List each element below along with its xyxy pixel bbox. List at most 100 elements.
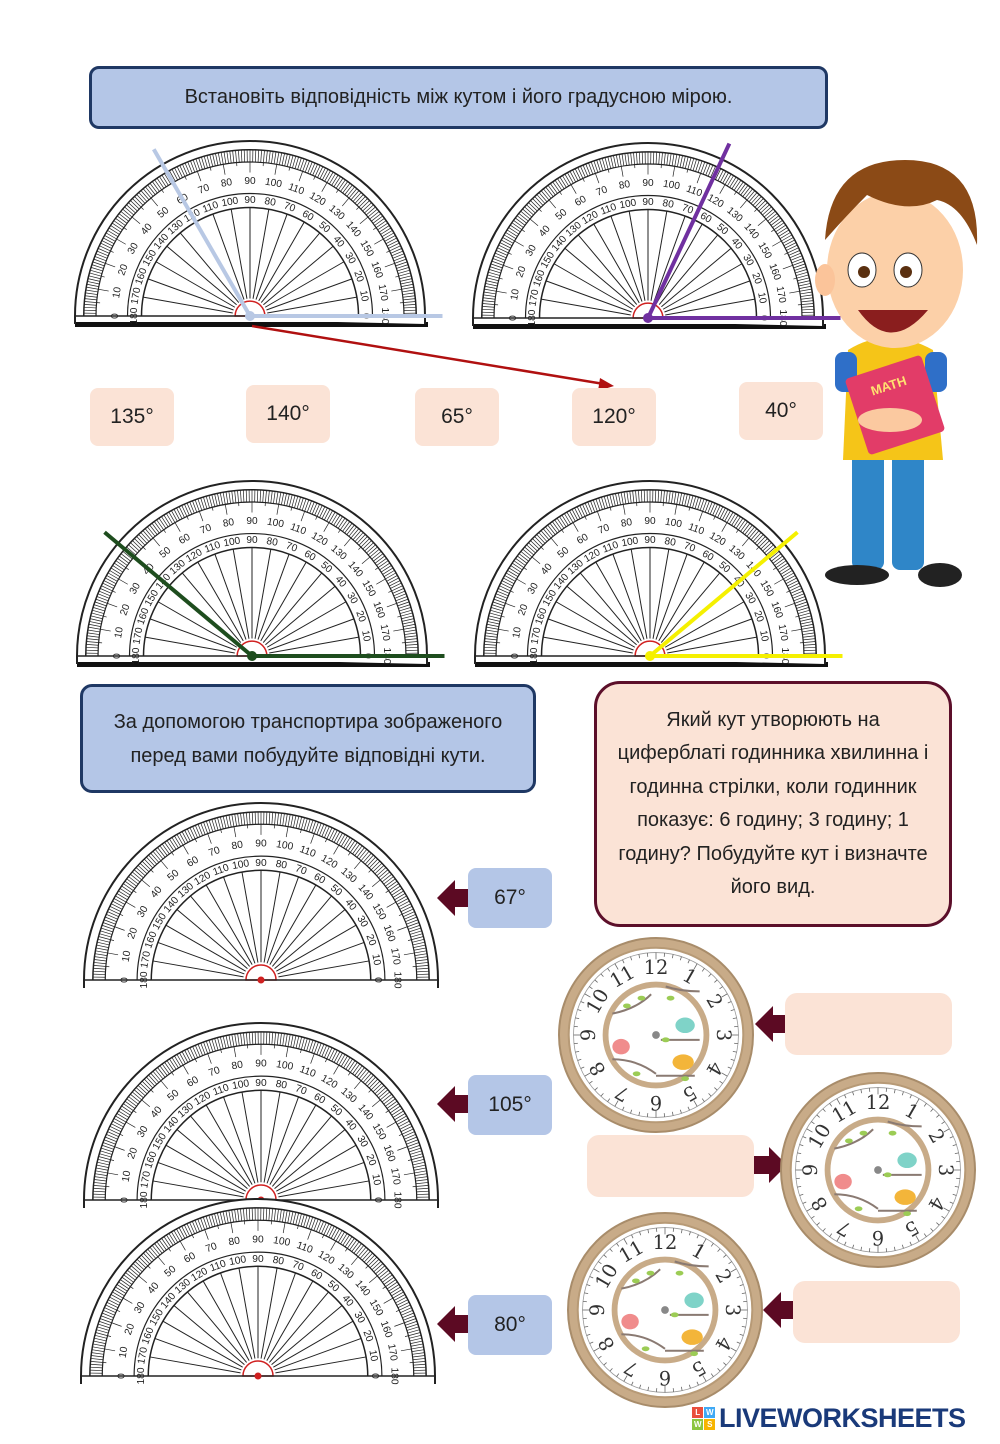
empty-protractor-1: 1800170101602015030140401305012060110701… <box>83 802 439 989</box>
svg-text:80: 80 <box>264 196 277 209</box>
svg-text:110: 110 <box>601 540 620 556</box>
svg-text:60: 60 <box>300 209 316 224</box>
protractor-4: 1800170101602015030140401305012060110701… <box>474 480 826 665</box>
svg-text:10: 10 <box>357 289 370 302</box>
bird-icon <box>621 1313 639 1330</box>
svg-text:80: 80 <box>275 1079 288 1092</box>
svg-text:20: 20 <box>360 1329 374 1344</box>
svg-text:90: 90 <box>246 516 258 527</box>
svg-text:70: 70 <box>207 845 222 859</box>
svg-text:70: 70 <box>294 863 309 877</box>
center-mark <box>245 1184 277 1201</box>
angle-ray[interactable] <box>103 530 254 658</box>
svg-text:60: 60 <box>185 1074 201 1089</box>
svg-text:80: 80 <box>664 536 677 549</box>
bird-icon <box>612 1038 630 1055</box>
answer-field-2[interactable] <box>587 1135 754 1197</box>
svg-text:100: 100 <box>223 535 242 549</box>
angle-ray[interactable] <box>648 530 799 658</box>
svg-text:60: 60 <box>700 549 716 564</box>
svg-text:90: 90 <box>255 838 267 849</box>
svg-text:170: 170 <box>378 623 392 642</box>
svg-text:10: 10 <box>755 291 768 304</box>
angle-ray[interactable] <box>152 148 252 318</box>
svg-text:110: 110 <box>599 202 618 218</box>
svg-text:70: 70 <box>595 184 610 198</box>
svg-text:90: 90 <box>246 535 258 546</box>
clock-center <box>874 1166 882 1174</box>
svg-text:110: 110 <box>212 862 231 878</box>
answer-field-1[interactable] <box>785 993 952 1055</box>
bird-icon <box>672 1054 694 1070</box>
match-label-65[interactable]: 65° <box>415 388 499 446</box>
svg-text:30: 30 <box>524 243 539 259</box>
svg-text:20: 20 <box>363 1153 377 1168</box>
math-book <box>845 355 945 455</box>
center-mark <box>632 302 664 319</box>
protractor-2: 1800170101602015030140401305012060110701… <box>472 142 824 327</box>
svg-text:6: 6 <box>872 1226 884 1249</box>
empty-protractor-2: 1800170101602015030140401305012060110701… <box>83 1022 439 1209</box>
match-label-140[interactable]: 140° <box>246 385 330 443</box>
ruler-base <box>77 662 430 667</box>
svg-text:6: 6 <box>650 1091 662 1114</box>
bird-icon <box>897 1152 917 1169</box>
svg-text:170: 170 <box>776 623 790 642</box>
svg-text:20: 20 <box>363 933 377 948</box>
ruler-base <box>473 324 826 329</box>
match-label-40[interactable]: 40° <box>739 382 823 440</box>
svg-text:110: 110 <box>298 844 317 860</box>
svg-text:170: 170 <box>376 283 390 302</box>
svg-text:60: 60 <box>312 1091 328 1106</box>
svg-text:110: 110 <box>289 522 308 538</box>
svg-text:20: 20 <box>126 1146 140 1161</box>
svg-text:170: 170 <box>139 1170 153 1189</box>
svg-text:70: 70 <box>197 182 212 196</box>
svg-text:20: 20 <box>118 602 132 617</box>
svg-text:170: 170 <box>388 1167 402 1186</box>
angle-ray[interactable] <box>646 142 732 319</box>
svg-text:30: 30 <box>740 253 755 269</box>
svg-text:10: 10 <box>121 1170 134 1183</box>
svg-text:80: 80 <box>228 1236 241 1249</box>
logo-text: LIVEWORKSHEETS <box>719 1403 966 1433</box>
svg-text:20: 20 <box>126 926 140 941</box>
angle-label-67: 67° <box>468 868 552 928</box>
svg-text:10: 10 <box>118 1346 131 1359</box>
match-arrow[interactable] <box>251 324 605 386</box>
boy-illustration: MATH <box>815 160 978 587</box>
svg-text:3: 3 <box>712 1029 735 1041</box>
match-label-135[interactable]: 135° <box>90 388 174 446</box>
svg-text:70: 70 <box>682 541 697 555</box>
svg-text:20: 20 <box>751 609 765 624</box>
svg-text:20: 20 <box>749 271 763 286</box>
protractor-3: 1800170101602015030140401305012060110701… <box>76 480 428 665</box>
svg-text:170: 170 <box>528 288 542 307</box>
svg-text:100: 100 <box>662 179 681 193</box>
svg-text:110: 110 <box>295 1240 314 1256</box>
svg-text:70: 70 <box>282 201 297 215</box>
svg-text:20: 20 <box>351 269 365 284</box>
match-label-120[interactable]: 120° <box>572 388 656 446</box>
answer-field-3[interactable] <box>793 1281 960 1343</box>
svg-text:80: 80 <box>231 840 244 853</box>
svg-text:80: 80 <box>231 1060 244 1073</box>
svg-text:20: 20 <box>123 1322 137 1337</box>
svg-text:70: 70 <box>291 1259 306 1273</box>
svg-text:60: 60 <box>309 1267 325 1282</box>
svg-text:110: 110 <box>209 1258 228 1274</box>
svg-text:110: 110 <box>685 184 704 200</box>
svg-text:80: 80 <box>618 179 631 192</box>
vertex-dot <box>645 651 655 661</box>
svg-text:170: 170 <box>530 626 544 645</box>
svg-text:80: 80 <box>620 517 633 530</box>
empty-protractor-3: 1800170101602015030140401305012060110701… <box>80 1198 436 1385</box>
svg-text:100: 100 <box>272 1235 291 1249</box>
svg-text:10: 10 <box>121 950 134 963</box>
svg-text:9: 9 <box>799 1164 822 1176</box>
svg-text:60: 60 <box>185 854 201 869</box>
svg-text:70: 70 <box>284 541 299 555</box>
svg-text:10: 10 <box>757 629 770 642</box>
